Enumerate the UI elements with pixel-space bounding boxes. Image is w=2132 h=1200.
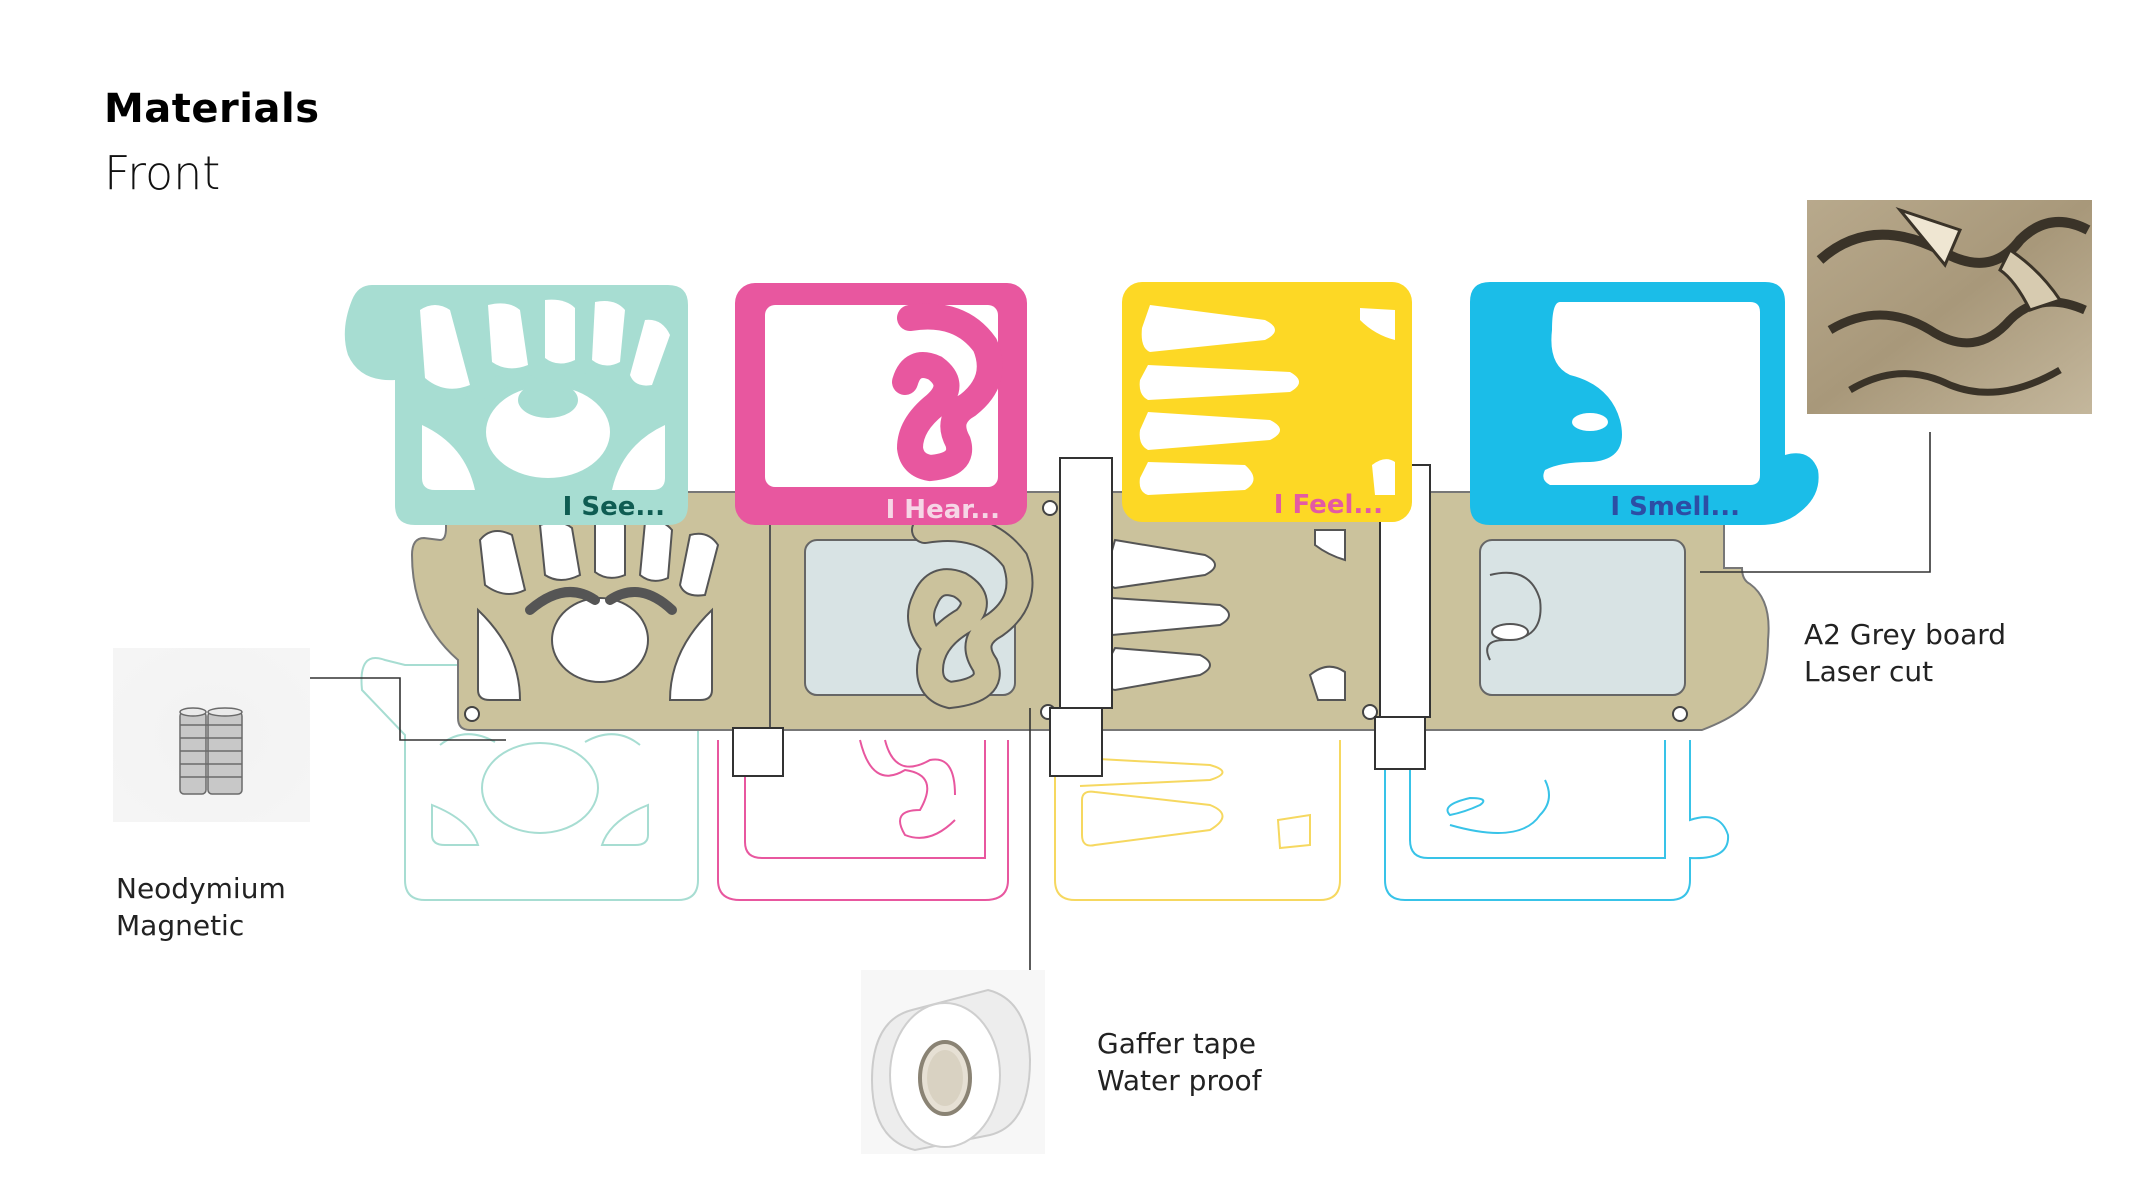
outline-smell bbox=[1384, 740, 1730, 901]
magnet-stack-photo bbox=[113, 648, 310, 822]
material-tape-line1: Gaffer tape bbox=[1097, 1027, 1256, 1060]
outline-feel bbox=[1054, 740, 1341, 901]
material-grey-board-caption: A2 Grey board Laser cut bbox=[1804, 616, 2006, 690]
material-magnet-line2: Magnetic bbox=[116, 909, 245, 942]
leader-magnet bbox=[298, 677, 506, 741]
card-smell: I Smell... bbox=[1470, 282, 1819, 525]
card-see-label: I See... bbox=[563, 492, 665, 522]
card-hear-label: I Hear... bbox=[886, 495, 1000, 525]
material-tape-line2: Water proof bbox=[1097, 1064, 1262, 1097]
material-magnet-caption: Neodymium Magnetic bbox=[116, 870, 286, 944]
cards-layer: I See... I Hear... I Feel... bbox=[344, 282, 1819, 525]
page-subtitle: Front bbox=[104, 146, 221, 200]
leader-lines bbox=[298, 432, 1931, 992]
material-magnet-line1: Neodymium bbox=[116, 872, 286, 905]
material-grey-board-line2: Laser cut bbox=[1804, 655, 1934, 688]
card-smell-label: I Smell... bbox=[1610, 492, 1740, 522]
card-feel: I Feel... bbox=[1122, 282, 1412, 522]
card-hear: I Hear... bbox=[735, 283, 1027, 525]
card-feel-label: I Feel... bbox=[1274, 490, 1383, 520]
material-tape-caption: Gaffer tape Water proof bbox=[1097, 1025, 1261, 1099]
tape-roll-photo bbox=[861, 970, 1045, 1154]
grey-board-photo bbox=[1807, 200, 2092, 414]
page-title: Materials bbox=[104, 86, 320, 132]
outline-hear bbox=[717, 739, 1009, 901]
outline-layer bbox=[360, 657, 1730, 901]
leader-grey-board bbox=[1700, 432, 1931, 573]
card-see: I See... bbox=[344, 285, 688, 525]
material-grey-board-line1: A2 Grey board bbox=[1804, 618, 2007, 651]
